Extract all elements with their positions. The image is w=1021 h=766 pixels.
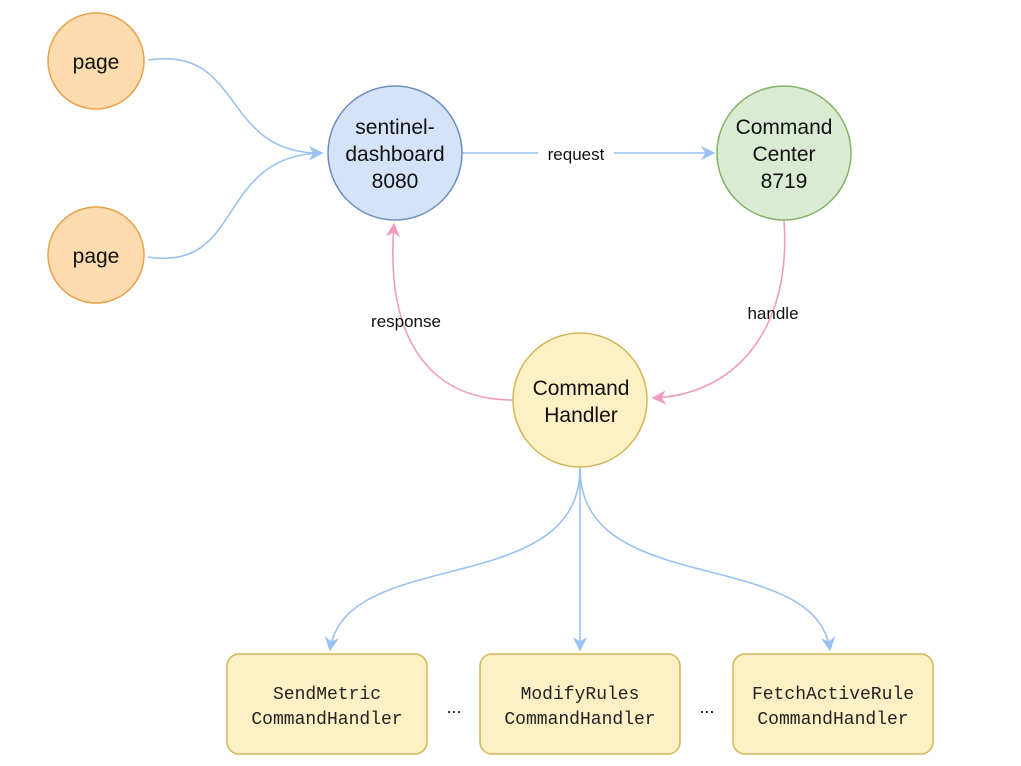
request-label-bg	[538, 143, 614, 165]
ellipsis-2: ...	[699, 697, 714, 717]
command-center-line1: Command	[736, 116, 833, 139]
command-handler-line1: Command	[533, 377, 630, 400]
page-node-bottom: page	[47, 206, 145, 304]
command-center-line2: Center	[752, 143, 815, 166]
page-node-top: page	[47, 12, 145, 110]
fetch-active-rule-line2: CommandHandler	[757, 710, 908, 730]
command-handler-line2: Handler	[544, 404, 618, 427]
send-metric-line1: SendMetric	[273, 685, 381, 705]
command-center-line3: 8719	[761, 170, 808, 193]
fetch-active-rule-handler-box: FetchActiveRule CommandHandler	[732, 653, 934, 755]
dashboard-node: sentinel- dashboard 8080	[327, 85, 463, 221]
page-node-bottom-label: page	[73, 245, 120, 268]
modify-rules-handler-box: ModifyRules CommandHandler	[479, 653, 681, 755]
edge-page-top-to-dashboard	[147, 57, 324, 161]
modify-rules-line1: ModifyRules	[521, 685, 640, 705]
dashboard-node-line1: sentinel-	[355, 116, 434, 139]
dashboard-node-line3: 8080	[372, 170, 419, 193]
command-handler-node: Command Handler	[512, 332, 648, 468]
page-node-top-label: page	[73, 51, 120, 74]
edge-center-to-handler	[651, 219, 786, 405]
ellipsis-1: ...	[446, 697, 461, 717]
edge-handler-to-dashboard	[385, 222, 514, 401]
modify-rules-line2: CommandHandler	[504, 710, 655, 730]
command-center-node: Command Center 8719	[716, 85, 852, 221]
edge-page-bottom-to-dashboard	[147, 146, 324, 260]
fetch-active-rule-line1: FetchActiveRule	[752, 685, 914, 705]
edge-handler-to-fetch-active-rule	[579, 467, 836, 652]
dashboard-node-line2: dashboard	[345, 143, 444, 166]
edge-label-request: request	[548, 145, 605, 164]
send-metric-line2: CommandHandler	[251, 710, 402, 730]
send-metric-handler-box: SendMetric CommandHandler	[226, 653, 428, 755]
edge-label-response: response	[371, 312, 441, 331]
edge-handler-to-send-metric	[324, 467, 581, 652]
edge-label-handle: handle	[747, 304, 798, 323]
